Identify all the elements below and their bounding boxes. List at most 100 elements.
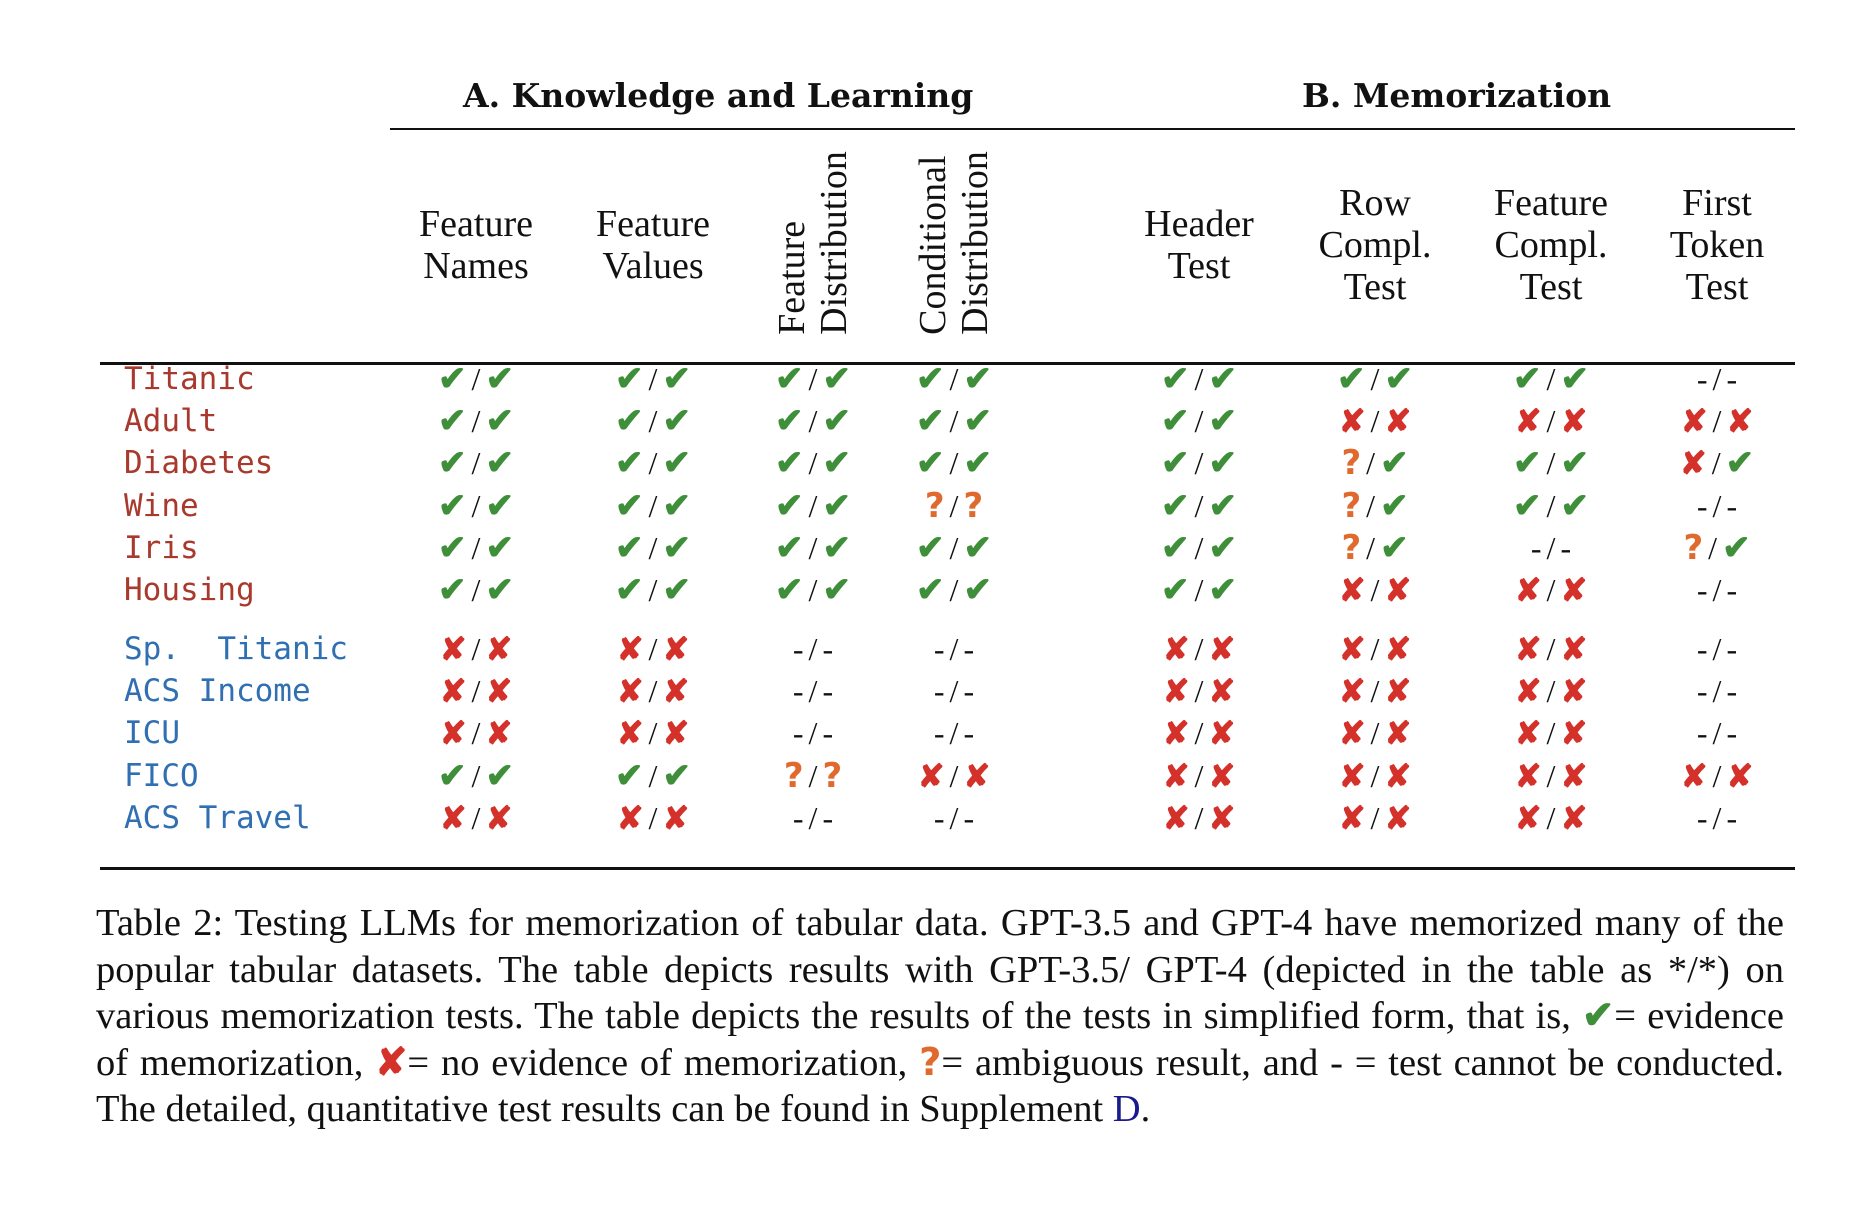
table-cell: -/- <box>1647 715 1787 751</box>
caption-text-4: = ambiguous result, and - = test cannot … <box>96 1041 1785 1131</box>
result-separator: / <box>1194 360 1204 397</box>
table-cell: ✔/✔ <box>406 360 546 399</box>
table-cell: -/- <box>884 631 1024 667</box>
cross-icon: ✘ <box>1726 758 1754 794</box>
table-cell: ✔/✔ <box>583 488 723 526</box>
result-separator: / <box>1712 360 1722 397</box>
cross-icon: ✘ <box>1162 631 1190 667</box>
dash-mark: - <box>1726 672 1738 709</box>
result-separator: / <box>1194 487 1204 524</box>
result-separator: / <box>949 630 959 667</box>
result-separator: / <box>949 757 959 794</box>
table-cell: ✔/✔ <box>884 403 1024 441</box>
dash-mark: - <box>933 672 945 709</box>
check-icon: ✔ <box>916 445 945 482</box>
column-header-line: Feature <box>1494 182 1608 224</box>
table-cell: ✘/✘ <box>1481 758 1621 795</box>
check-icon: ✔ <box>662 530 691 567</box>
cross-icon: ✘ <box>485 715 513 751</box>
cross-icon: ✘ <box>375 1041 408 1084</box>
dash-mark: - <box>1696 487 1708 524</box>
check-icon: ✔ <box>1725 445 1755 482</box>
cross-icon: ✘ <box>1679 445 1707 481</box>
cross-icon: ✘ <box>1514 800 1542 836</box>
result-separator: / <box>1366 529 1376 566</box>
column-header-line: Names <box>423 245 529 287</box>
result-separator: / <box>471 360 481 397</box>
row-label: FICO <box>124 758 199 794</box>
table-cell: ✔/✔ <box>743 488 883 526</box>
result-separator: / <box>949 571 959 608</box>
check-icon: ✔ <box>438 403 467 440</box>
check-icon: ✔ <box>662 403 691 440</box>
check-icon: ✔ <box>1513 361 1542 398</box>
table-cell: -/- <box>884 715 1024 751</box>
result-separator: / <box>471 402 481 439</box>
cross-icon: ✘ <box>1208 673 1236 709</box>
result-separator: / <box>1370 571 1380 608</box>
cross-icon: ✘ <box>439 673 467 709</box>
result-separator: / <box>1194 529 1204 566</box>
result-separator: / <box>1370 402 1380 439</box>
result-separator: / <box>1194 444 1204 481</box>
cross-icon: ✘ <box>1338 800 1366 836</box>
table-cell: ✔/✔ <box>583 445 723 483</box>
group-rule <box>390 128 1795 130</box>
table-cell: -/- <box>743 673 883 709</box>
group-title-memorization: B. Memorization <box>1302 76 1612 115</box>
table-cell: ?/✔ <box>1305 486 1445 526</box>
cross-icon: ✘ <box>1384 673 1412 709</box>
check-icon: ✔ <box>1208 530 1237 567</box>
cross-icon: ✘ <box>1514 572 1542 608</box>
result-separator: / <box>648 714 658 751</box>
cross-icon: ✘ <box>1560 631 1588 667</box>
column-header-line: Test <box>1685 266 1749 308</box>
check-icon: ✔ <box>438 445 467 482</box>
dash-mark: - <box>1696 571 1708 608</box>
check-icon: ✔ <box>485 445 514 482</box>
dash-mark: - <box>792 630 804 667</box>
check-icon: ✔ <box>485 572 514 609</box>
result-separator: / <box>949 529 959 566</box>
result-separator: / <box>471 630 481 667</box>
question-icon: ? <box>1341 443 1362 483</box>
check-icon: ✔ <box>1208 361 1237 398</box>
table-cell: -/- <box>1647 673 1787 709</box>
cross-icon: ✘ <box>1384 800 1412 836</box>
check-icon: ✔ <box>775 488 804 525</box>
supplement-link[interactable]: D <box>1112 1088 1141 1130</box>
table-cell: -/- <box>743 715 883 751</box>
check-icon: ✔ <box>1161 445 1190 482</box>
dash-mark: - <box>933 630 945 667</box>
table-cell: ✔/✔ <box>406 445 546 483</box>
result-separator: / <box>1194 757 1204 794</box>
dash-mark: - <box>963 799 975 836</box>
cross-icon: ✘ <box>1560 572 1588 608</box>
table-cell: ✔/✔ <box>1129 360 1269 399</box>
cross-icon: ✘ <box>439 715 467 751</box>
cross-icon: ✘ <box>616 631 644 667</box>
check-icon: ✔ <box>662 758 691 795</box>
cross-icon: ✘ <box>1208 800 1236 836</box>
cross-icon: ✘ <box>1514 631 1542 667</box>
column-header-line: Distribution <box>813 151 855 335</box>
result-separator: / <box>949 487 959 524</box>
check-icon: ✔ <box>1582 995 1615 1037</box>
check-icon: ✔ <box>615 488 644 525</box>
table-cell: ✔/✔ <box>583 758 723 796</box>
result-separator: / <box>1711 444 1721 481</box>
table-cell: ✔/✔ <box>583 530 723 568</box>
result-separator: / <box>949 714 959 751</box>
result-separator: / <box>1712 757 1722 794</box>
table-cell: ✘/✘ <box>1305 631 1445 668</box>
check-icon: ✔ <box>662 572 691 609</box>
table-cell: ✘/✘ <box>583 714 723 752</box>
check-icon: ✔ <box>1208 488 1237 525</box>
table-cell: ✔/✔ <box>1305 361 1445 399</box>
check-icon: ✔ <box>615 403 644 440</box>
dash-mark: - <box>1560 529 1572 566</box>
table-cell: ✔/✔ <box>406 488 546 526</box>
row-label: Adult <box>124 403 218 439</box>
